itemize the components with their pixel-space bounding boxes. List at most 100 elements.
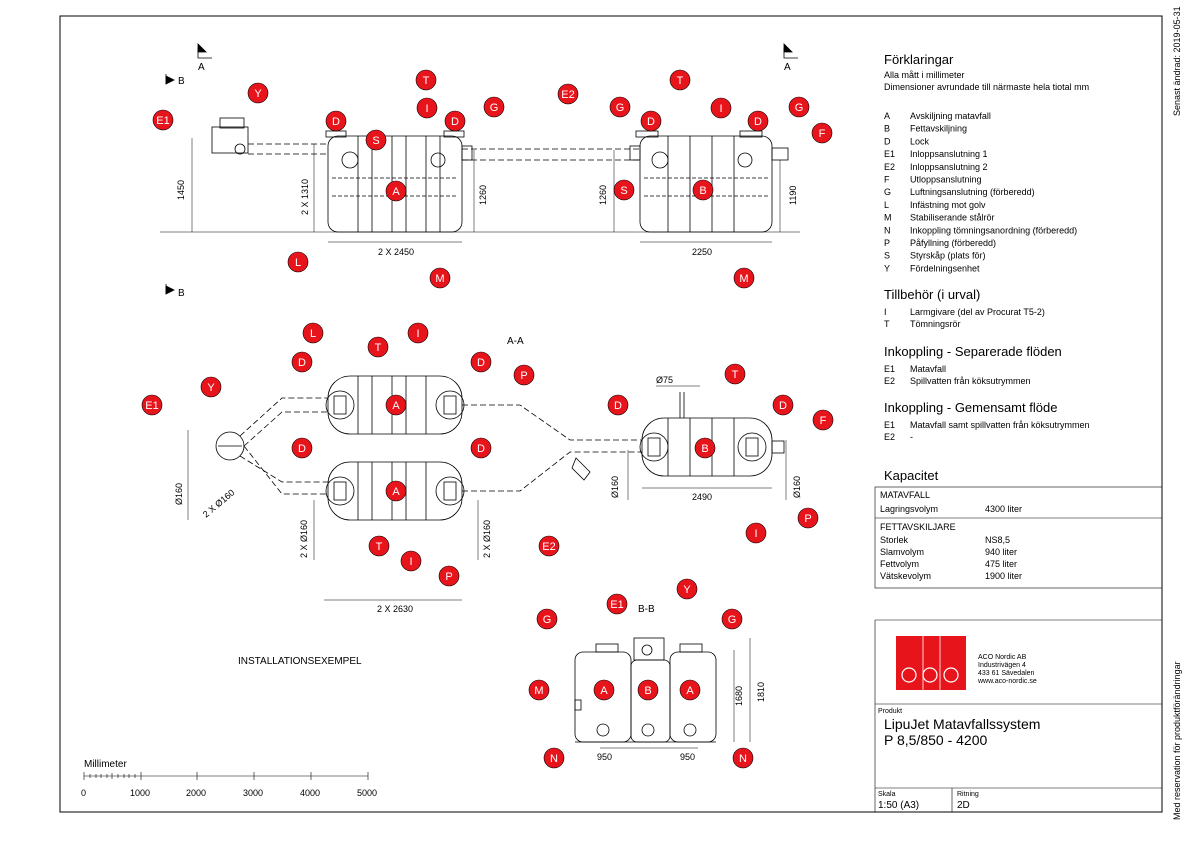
legend-code: M xyxy=(884,213,892,223)
legend-text: Tömningsrör xyxy=(910,319,961,329)
sheet-border xyxy=(59,15,1163,813)
callout-label: T xyxy=(677,75,684,87)
legend-text: Spillvatten från köksutrymmen xyxy=(910,376,1031,386)
dim-950-a: 950 xyxy=(597,752,612,762)
callout-label: E1 xyxy=(156,115,169,127)
callout-label: B xyxy=(644,685,651,697)
callout-g: G xyxy=(536,608,558,630)
callout-t: T xyxy=(367,336,389,358)
callout-s: S xyxy=(613,179,635,201)
section-b-top: B xyxy=(178,76,185,87)
legend-text: Inloppsanslutning 1 xyxy=(910,149,988,159)
callout-e1: E1 xyxy=(141,394,163,416)
callout-label: F xyxy=(820,415,827,427)
callout-label: I xyxy=(719,103,722,115)
callout-label: G xyxy=(795,102,804,114)
callout-label: D xyxy=(477,357,485,369)
scale-tick-2000: 2000 xyxy=(186,788,206,798)
legend-text: Larmgivare (del av Procurat T5-2) xyxy=(910,307,1045,317)
legend-text: Luftningsanslutning (förberedd) xyxy=(910,187,1035,197)
callout-label: T xyxy=(376,541,383,553)
callout-label: F xyxy=(819,128,826,140)
legend-text: Utloppsanslutning xyxy=(910,175,982,185)
callout-label: P xyxy=(445,571,452,583)
company-city: 433 61 Sävedalen xyxy=(978,670,1035,677)
dim-2xd160-a: 2 X Ø160 xyxy=(201,487,237,519)
callout-label: L xyxy=(310,328,316,340)
section-b-bottom: B xyxy=(178,288,185,299)
dim-2xd160-b: 2 X Ø160 xyxy=(299,520,309,558)
top-elevation-view xyxy=(160,117,800,233)
callout-y: Y xyxy=(676,578,698,600)
callout-label: N xyxy=(739,753,747,765)
callout-label: D xyxy=(298,443,306,455)
callout-g: G xyxy=(721,608,743,630)
scale-tick-3000: 3000 xyxy=(243,788,263,798)
callout-label: Y xyxy=(207,382,215,394)
product-name-2: P 8,5/850 - 4200 xyxy=(884,732,987,748)
callout-e2: E2 xyxy=(538,535,560,557)
callout-m: M xyxy=(733,267,755,289)
legend-text: Matavfall samt spillvatten från köksutry… xyxy=(910,420,1090,430)
callout-label: I xyxy=(754,528,757,540)
scale-value: 1:50 (A3) xyxy=(878,800,919,811)
legend-code: N xyxy=(884,225,891,235)
callout-i: I xyxy=(710,97,732,119)
callout-label: E2 xyxy=(561,89,574,101)
scale-tick-5000: 5000 xyxy=(357,788,377,798)
callout-n: N xyxy=(732,747,754,769)
section-bb-view xyxy=(574,637,717,743)
legend-text: - xyxy=(910,432,913,442)
plan-view xyxy=(215,375,785,521)
installation-example-label: INSTALLATIONSEXEMPEL xyxy=(238,656,362,667)
callout-label: D xyxy=(298,357,306,369)
callout-d: D xyxy=(291,437,313,459)
capacity-row-value: NS8,5 xyxy=(985,535,1010,545)
callout-d: D xyxy=(291,351,313,373)
scale-bar-title: Millimeter xyxy=(84,759,127,770)
callout-label: L xyxy=(295,257,301,269)
capacity-storage-label: Lagringsvolym xyxy=(880,504,938,514)
dim-2250: 2250 xyxy=(692,247,712,257)
legend-code: T xyxy=(884,319,890,329)
scale-tick-0: 0 xyxy=(81,788,86,798)
section-markers xyxy=(165,43,798,295)
callout-y: Y xyxy=(247,82,269,104)
callout-label: M xyxy=(534,685,543,697)
callout-label: S xyxy=(620,185,627,197)
capacity-row-label: Slamvolym xyxy=(880,547,924,557)
callout-label: D xyxy=(779,400,787,412)
legend-text: Påfyllning (förberedd) xyxy=(910,238,996,248)
section-a-right: A xyxy=(784,62,791,73)
callout-label: N xyxy=(550,753,558,765)
callout-label: T xyxy=(732,369,739,381)
callout-d: D xyxy=(607,394,629,416)
callout-label: A xyxy=(392,400,400,412)
legend-text: Infästning mot golv xyxy=(910,200,986,210)
callout-i: I xyxy=(407,322,429,344)
legend-text: Styrskåp (plats för) xyxy=(910,251,986,261)
callout-a: A xyxy=(385,180,407,202)
callout-a: A xyxy=(385,394,407,416)
callout-label: D xyxy=(477,443,485,455)
callout-f: F xyxy=(812,409,834,431)
scale-label: Skala xyxy=(878,791,896,798)
callout-label: I xyxy=(416,328,419,340)
callout-label: M xyxy=(739,273,748,285)
view-title-aa: A-A xyxy=(507,336,524,347)
combined-flow-title: Inkoppling - Gemensamt flöde xyxy=(884,400,1057,415)
callout-t: T xyxy=(724,363,746,385)
legend-text: Inkoppling tömningsanordning (förberedd) xyxy=(910,225,1077,235)
callout-y: Y xyxy=(200,376,222,398)
capacity-row-value: 1900 liter xyxy=(985,571,1022,581)
title-block xyxy=(874,619,1162,812)
callout-a: A xyxy=(385,480,407,502)
company-web: www.aco-nordic.se xyxy=(977,678,1037,685)
capacity-table xyxy=(874,486,1163,589)
legend-text: Avskiljning matavfall xyxy=(910,111,991,121)
callout-f: F xyxy=(811,122,833,144)
